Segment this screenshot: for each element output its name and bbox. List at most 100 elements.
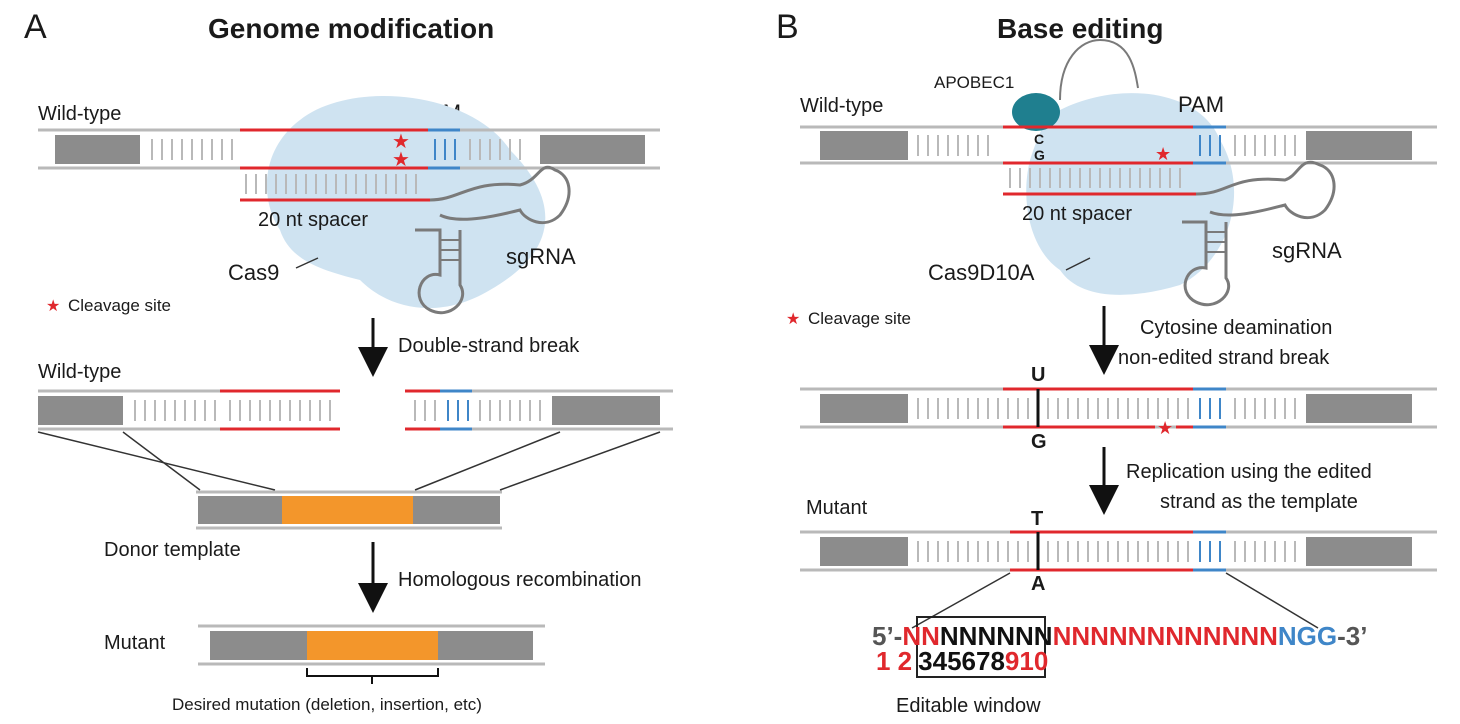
spacer-base-pairs [245, 174, 417, 194]
panel-b: B Base editing APOBEC1 Wild-type PAM C [776, 8, 1437, 717]
flank-block-left [55, 135, 140, 164]
mutant-b-block-left [820, 537, 908, 566]
mutant-b-pam-pairs [1199, 541, 1221, 562]
mutant-b-block-right [1306, 537, 1412, 566]
linker [1059, 38, 1139, 101]
sgrna-scaffold-b [1195, 160, 1336, 220]
seq-suffix: -3’ [1337, 621, 1367, 651]
sgrna-stemloop [415, 228, 465, 315]
step-replication-1: Replication using the edited [1126, 461, 1372, 483]
mutant-left-block [210, 631, 307, 660]
panel-a: A Genome modification Wild-type PAM ★ [24, 8, 673, 714]
donor-template-label: Donor template [104, 539, 241, 561]
pam-base-pairs [434, 139, 456, 160]
nicked-pairs [917, 398, 1296, 419]
wt-pairs-right-b [1234, 135, 1296, 156]
legend-star: ★ [46, 298, 60, 315]
sgrna-label-b: sgRNA [1272, 238, 1342, 263]
mutant-label-b: Mutant [806, 497, 868, 519]
cas9d10a-label: Cas9D10A [928, 260, 1035, 285]
step-deamination-2: non-edited strand break [1118, 347, 1330, 369]
panel-b-title: Base editing [997, 13, 1163, 44]
right-fragment-pam-pairs [447, 400, 469, 421]
seq-window: NNNNNN [940, 621, 1053, 651]
wt-pam-pairs-b [1199, 135, 1221, 156]
wt-block-left-b [820, 131, 908, 160]
seq-nn: NN [902, 621, 940, 651]
editable-window-label: Editable window [896, 695, 1041, 717]
pos-12: 1 2 [876, 646, 912, 676]
mutation-bracket [306, 668, 439, 684]
panel-b-letter: B [776, 8, 799, 46]
right-fragment-block [552, 396, 660, 425]
donor-insert [282, 496, 413, 524]
cas9-label: Cas9 [228, 260, 279, 285]
base-pairs-left [151, 139, 233, 160]
base-a: A [1031, 573, 1045, 595]
base-u: U [1031, 364, 1045, 386]
flank-block-right [540, 135, 645, 164]
pam-label-b: PAM [1178, 92, 1224, 117]
zoom-line-right [1225, 572, 1319, 629]
nicked-block-left [820, 394, 908, 423]
cleavage-site-legend: Cleavage site [68, 296, 171, 315]
zoom-line-left [911, 572, 1011, 629]
wt-pairs-left-b [917, 135, 989, 156]
desired-mutation-label: Desired mutation (deletion, insertion, e… [172, 695, 482, 714]
sgrna-label: sgRNA [506, 244, 576, 269]
sgrna-stem-pairs-b [1206, 231, 1226, 253]
sgrna-scaffold [429, 165, 571, 225]
cas9d10a-pointer [1065, 257, 1091, 271]
apobec1-enzyme [1012, 93, 1060, 131]
panel-a-letter: A [24, 8, 47, 46]
base-g-nicked: G [1031, 431, 1047, 453]
editable-window-box [916, 616, 1046, 678]
sgrna-stemloop-b [1182, 220, 1231, 307]
mutant-insert [307, 631, 438, 660]
wt-block-right-b [1306, 131, 1412, 160]
donor-right-arm [413, 496, 500, 524]
base-pairs-right [469, 139, 521, 160]
left-fragment-block [38, 396, 123, 425]
nicked-block-right [1306, 394, 1412, 423]
cleavage-site-legend-b: Cleavage site [808, 309, 911, 328]
nick-star-nicked: ★ [1157, 418, 1173, 438]
cleavage-star-1: ★ [392, 131, 410, 153]
sgrna-stem-pairs [440, 239, 460, 261]
mutant-b-pairs [917, 541, 1296, 562]
wt-base-c: C [1034, 131, 1044, 147]
base-t: T [1031, 508, 1043, 530]
spacer-label-b: 20 nt spacer [1022, 203, 1132, 225]
donor-left-arm [198, 496, 282, 524]
right-fragment-pairs [414, 400, 541, 421]
cas9-pointer [295, 257, 319, 269]
nicked-pam-pairs [1199, 398, 1221, 419]
mutant-label-a: Mutant [104, 632, 166, 654]
sequence: 5’-NNNNNNNNNNNNNNNNNNNNNGG-3’ [872, 621, 1367, 651]
spacer-label: 20 nt spacer [258, 209, 368, 231]
step-replication-2: strand as the template [1160, 491, 1358, 513]
legend-star-b: ★ [786, 311, 800, 328]
mutant-right-block [438, 631, 533, 660]
seq-pam: NGG [1278, 621, 1337, 651]
cleavage-star-2: ★ [392, 149, 410, 171]
homology-connectors [37, 431, 661, 491]
step-deamination-1: Cytosine deamination [1140, 317, 1332, 339]
apobec1-label: APOBEC1 [934, 73, 1014, 92]
pos-910: 910 [1005, 646, 1048, 676]
step-double-strand-break: Double-strand break [398, 335, 580, 357]
panel-a-title: Genome modification [208, 13, 494, 44]
wt-base-g: G [1034, 147, 1045, 163]
pos-window: 345678 [918, 646, 1005, 676]
seq-prefix: 5’- [872, 621, 902, 651]
step-homologous-recombination: Homologous recombination [398, 569, 641, 591]
nick-star-b: ★ [1155, 144, 1171, 164]
spacer-pairs-b [1009, 168, 1181, 188]
wild-type-label-1: Wild-type [38, 103, 121, 125]
wild-type-label-b: Wild-type [800, 95, 883, 117]
wild-type-label-2: Wild-type [38, 361, 121, 383]
left-fragment-pairs [134, 400, 331, 421]
cas9-protein [266, 96, 546, 309]
